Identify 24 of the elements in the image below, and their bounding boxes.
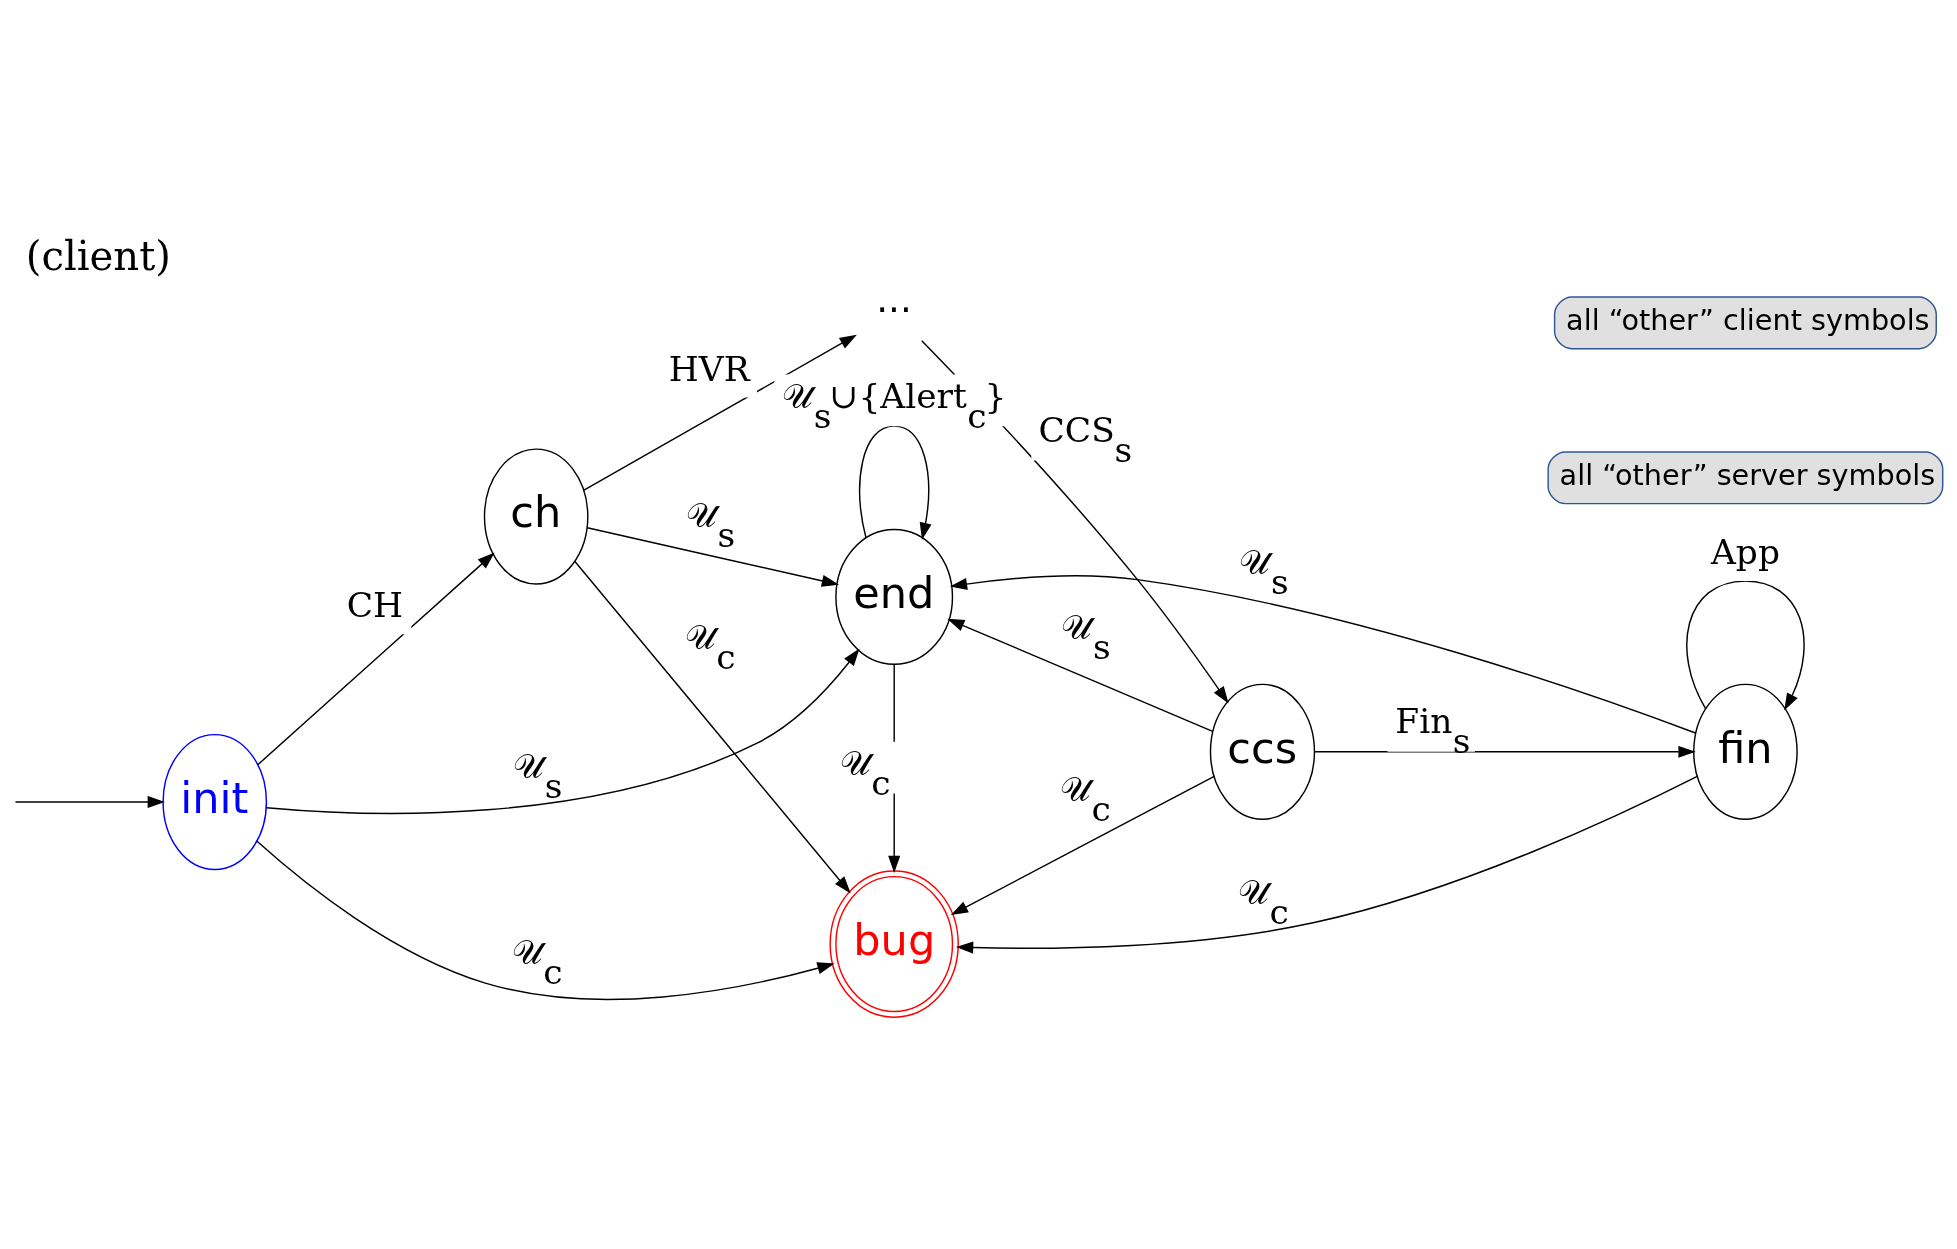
arrow [947, 618, 1214, 732]
arrow [950, 775, 1215, 916]
arrow [1313, 745, 1696, 758]
arrow [257, 552, 495, 766]
arrow [586, 527, 840, 587]
edge-label: App [1710, 532, 1780, 573]
arrow [14, 796, 165, 809]
node-ellipse: ch [483, 448, 589, 585]
arrow [583, 334, 857, 491]
arrow [956, 775, 1698, 954]
node-box: all “other” server symbols [1547, 451, 1944, 505]
diagram-title: (client) [25, 232, 172, 279]
node-box: all “other” client symbols [1553, 296, 1937, 350]
arrow [574, 560, 851, 894]
arrow [256, 840, 835, 1001]
arrow [1686, 580, 1805, 711]
node-ellipse: bug [829, 870, 959, 1018]
edge-label: HVR [668, 348, 750, 389]
arrow [265, 648, 860, 815]
node-text: ··· [876, 288, 912, 333]
edge-label: CH [346, 585, 404, 626]
arrow [859, 425, 932, 540]
arrow [949, 575, 1697, 734]
node-ellipse: init [162, 733, 268, 871]
